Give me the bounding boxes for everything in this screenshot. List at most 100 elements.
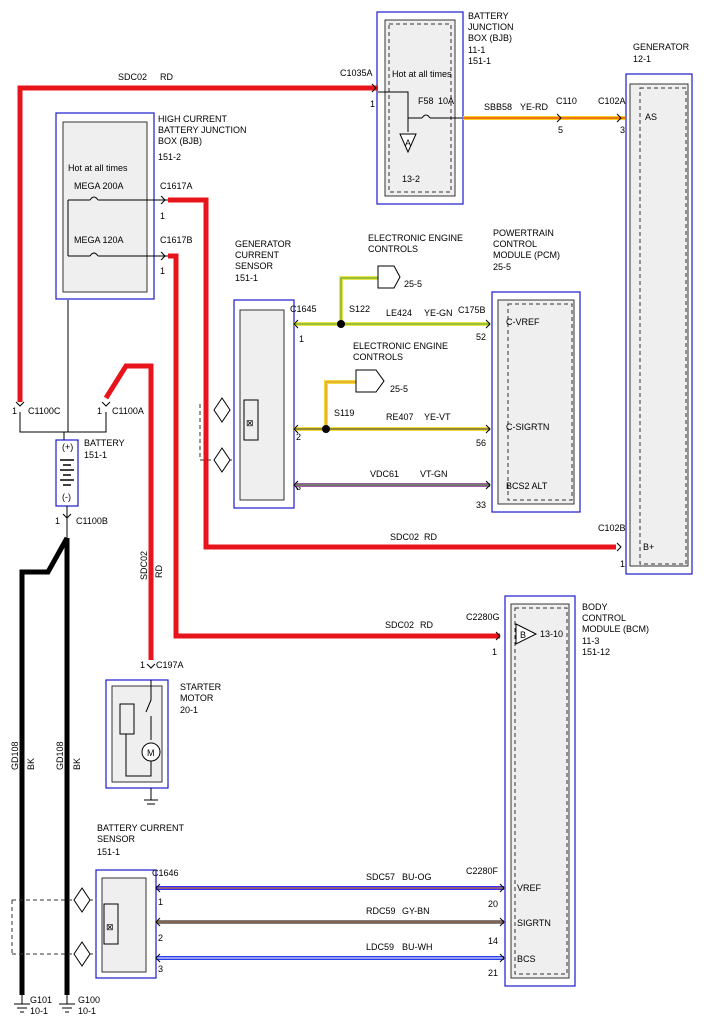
bat-sensor-hall-icon: ⊠: [106, 922, 114, 932]
splice-s122: [337, 320, 345, 328]
svg-text:SENSOR: SENSOR: [97, 834, 136, 844]
svg-text:25-5: 25-5: [390, 384, 408, 394]
svg-text:25-5: 25-5: [493, 262, 511, 272]
svg-text:33: 33: [476, 500, 486, 510]
svg-text:RD: RD: [420, 620, 433, 630]
svg-text:ELECTRONIC ENGINE: ELECTRONIC ENGINE: [368, 233, 463, 243]
bjb-a-icon: [399, 133, 417, 154]
svg-text:YE-RD: YE-RD: [520, 102, 549, 112]
svg-text:MODULE (PCM): MODULE (PCM): [493, 250, 560, 260]
wire-sdc02-top: SDC02 RD: [17, 72, 378, 402]
ground-wires: GD108 BK GD108 BK G101 10-1 G100 10-1: [10, 536, 100, 1016]
svg-text:MEGA 120A: MEGA 120A: [74, 235, 124, 245]
svg-text:BCS: BCS: [517, 954, 536, 964]
svg-text:52: 52: [476, 332, 486, 342]
svg-text:LE424: LE424: [386, 308, 412, 318]
svg-text:S122: S122: [349, 304, 370, 314]
mega-fuse-120-icon: [68, 252, 168, 257]
svg-text:(-): (-): [62, 492, 71, 502]
c197a-label: C197A: [156, 660, 184, 670]
c1100c-label: C1100C: [28, 406, 61, 416]
svg-text:VDC61: VDC61: [370, 469, 399, 479]
svg-text:(+): (+): [62, 442, 73, 452]
svg-text:21: 21: [488, 968, 498, 978]
svg-text:151-12: 151-12: [582, 647, 610, 657]
wire-sdc57: SDC57 BU-OG: [156, 872, 504, 890]
sensor-hall-icon: ⊠: [246, 418, 254, 428]
svg-text:10-1: 10-1: [30, 1006, 48, 1016]
svg-text:1: 1: [55, 516, 60, 526]
svg-text:1: 1: [97, 406, 102, 416]
c1646-label: C1646: [152, 868, 179, 878]
svg-text:VREF: VREF: [517, 883, 542, 893]
c175b-label: C175B: [458, 305, 486, 315]
svg-text:BATTERY JUNCTION: BATTERY JUNCTION: [158, 125, 247, 135]
eec-reference-2: ELECTRONIC ENGINE CONTROLS 25-5: [353, 341, 448, 394]
svg-text:RD: RD: [154, 565, 164, 578]
eec1-pointer-icon: [377, 265, 401, 289]
svg-text:14: 14: [488, 936, 498, 946]
c2280f-label: C2280F: [466, 866, 499, 876]
svg-text:MODULE (BCM): MODULE (BCM): [582, 624, 649, 634]
svg-text:YE-GN: YE-GN: [424, 308, 453, 318]
bjb-fuse-label: F58: [418, 96, 434, 106]
svg-text:S119: S119: [334, 408, 354, 418]
svg-text:CONTROL: CONTROL: [493, 239, 537, 249]
svg-text:GY-BN: GY-BN: [402, 906, 430, 916]
wire-sdc02-bcm: SDC02 RD: [168, 253, 500, 639]
bjb-fuse-amp: 10A: [438, 96, 454, 106]
bcm-b-icon: [515, 623, 538, 645]
ground-g101-icon: [14, 995, 30, 1013]
svg-text:5: 5: [558, 125, 563, 135]
svg-text:151-1: 151-1: [97, 847, 120, 857]
svg-text:CURRENT: CURRENT: [235, 250, 280, 260]
mega-fuse-200-icon: [68, 196, 168, 201]
wire-le424: S122 LE424 YE-GN: [294, 276, 490, 328]
svg-text:SDC02: SDC02: [390, 532, 419, 542]
generator-ref: 12-1: [633, 54, 651, 64]
svg-text:2: 2: [296, 432, 301, 442]
svg-text:BU-OG: BU-OG: [402, 872, 432, 882]
battery-icon: [60, 459, 74, 486]
svg-text:151-2: 151-2: [158, 152, 181, 162]
c1035a-label: C1035A: [340, 68, 373, 78]
svg-text:BK: BK: [72, 758, 82, 770]
svg-text:C-VREF: C-VREF: [506, 317, 540, 327]
svg-text:BATTERY CURRENT: BATTERY CURRENT: [97, 823, 185, 833]
svg-text:1: 1: [492, 647, 497, 657]
svg-text:CONTROL: CONTROL: [582, 613, 626, 623]
svg-text:B: B: [520, 630, 526, 640]
svg-text:SDC02: SDC02: [385, 620, 414, 630]
c102b-label: C102B: [598, 523, 626, 533]
svg-text:13-10: 13-10: [540, 629, 563, 639]
svg-text:RD: RD: [160, 72, 173, 82]
wire-re407: S119 RE407 YE-VT: [294, 380, 490, 433]
splice-s119: [322, 425, 330, 433]
svg-text:151-1: 151-1: [235, 273, 258, 283]
svg-text:SDC02: SDC02: [118, 72, 147, 82]
svg-text:BODY: BODY: [582, 602, 608, 612]
svg-text:M: M: [147, 748, 155, 758]
svg-text:56: 56: [476, 438, 486, 448]
svg-text:1: 1: [299, 334, 304, 344]
battery-current-sensor: BATTERY CURRENT SENSOR 151-1 ⊠ C1646 1 2…: [11, 823, 185, 979]
svg-text:YE-VT: YE-VT: [424, 412, 451, 422]
high-current-bjb: HIGH CURRENT BATTERY JUNCTION BOX (BJB) …: [55, 112, 247, 300]
svg-text:SBB58: SBB58: [484, 102, 512, 112]
svg-text:GD108: GD108: [10, 741, 20, 770]
c2280g-label: C2280G: [466, 612, 500, 622]
wire-sdc02-starter: SDC02 RD: [103, 363, 164, 660]
svg-text:20: 20: [488, 899, 498, 909]
svg-text:SIGRTN: SIGRTN: [517, 918, 551, 928]
ground-g100-icon: [59, 995, 75, 1013]
svg-text:BOX (BJB): BOX (BJB): [158, 136, 202, 146]
svg-text:1: 1: [160, 266, 165, 276]
bjb-name-2: JUNCTION: [468, 22, 514, 32]
c1100b-label: C1100B: [76, 516, 108, 526]
c1100a-label: C1100A: [112, 406, 144, 416]
svg-text:BATTERY: BATTERY: [84, 438, 125, 448]
svg-text:1: 1: [12, 406, 17, 416]
svg-text:SDC02: SDC02: [139, 551, 149, 580]
svg-text:151-1: 151-1: [84, 450, 107, 460]
